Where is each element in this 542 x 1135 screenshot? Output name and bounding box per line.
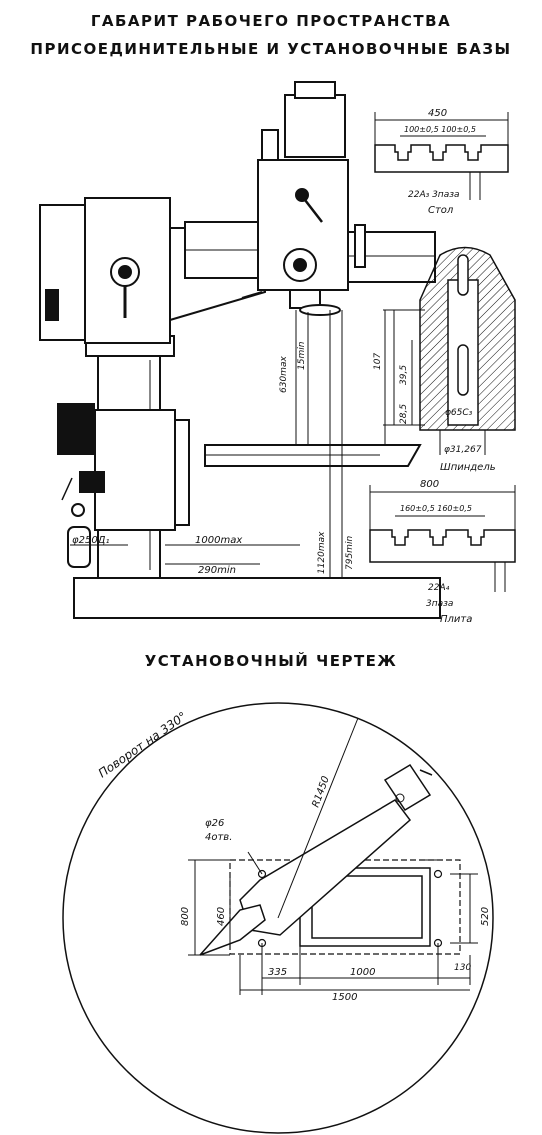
machine-dim-lines bbox=[70, 310, 386, 578]
dim-795min: 795min bbox=[345, 536, 355, 570]
hole-diameter: φ26 bbox=[205, 818, 224, 829]
dim-520: 520 bbox=[480, 907, 491, 926]
dim-335: 335 bbox=[268, 967, 287, 978]
hole-note: 4отв. bbox=[205, 832, 232, 843]
spindle-d31: φ31,267 bbox=[444, 445, 482, 455]
rotation-circle bbox=[62, 702, 494, 1134]
base-detail bbox=[369, 485, 516, 592]
dim-1000: 1000 bbox=[350, 967, 375, 978]
table-width: 450 bbox=[428, 108, 447, 119]
dim-15min: 15min bbox=[297, 341, 307, 370]
base-slot-count: 3паза bbox=[426, 599, 453, 609]
dim-1120max: 1120max bbox=[317, 531, 327, 574]
base-slot-size: 22A₄ bbox=[428, 583, 450, 593]
spindle-d65: φ65С₃ bbox=[445, 408, 473, 418]
dim-630max: 630max bbox=[279, 356, 289, 393]
mount-hole bbox=[433, 869, 443, 879]
spindle-d39-5: 39,5 bbox=[399, 365, 409, 385]
dim-column-diameter: φ250Д₁ bbox=[72, 535, 110, 546]
machine-side-view bbox=[39, 81, 441, 619]
spindle-label: Шпиндель bbox=[440, 462, 496, 473]
base-width: 800 bbox=[420, 479, 439, 490]
dim-1500: 1500 bbox=[332, 992, 357, 1003]
rotation-label: Поворот на 330° bbox=[96, 709, 190, 780]
spindle-d28-5: 28,5 bbox=[399, 404, 409, 424]
spindle-d107: 107 bbox=[373, 353, 383, 370]
title-install-drawing: УСТАНОВОЧНЫЙ ЧЕРТЕЖ bbox=[144, 652, 398, 670]
motor bbox=[284, 94, 346, 158]
table-detail bbox=[374, 112, 509, 200]
install-drawing bbox=[62, 702, 494, 1134]
table-label: Стол bbox=[428, 205, 454, 216]
base-slot-spacing: 160±0,5 160±0,5 bbox=[400, 504, 472, 513]
motor-block bbox=[57, 403, 95, 455]
table-slot-spacing: 100±0,5 100±0,5 bbox=[404, 125, 476, 134]
base-plate bbox=[73, 577, 441, 619]
dim-800: 800 bbox=[180, 907, 191, 926]
table-slot-size: 22A₃ 3паза bbox=[408, 190, 460, 200]
dim-reach-min: 290min bbox=[198, 565, 236, 576]
base-label: Плита bbox=[440, 614, 472, 625]
dim-460: 460 bbox=[216, 907, 227, 926]
title-line-2: ПРИСОЕДИНИТЕЛЬНЫЕ И УСТАНОВОЧНЫЕ БАЗЫ bbox=[30, 40, 512, 58]
spindle-detail bbox=[383, 246, 516, 455]
dim-130: 130 bbox=[454, 963, 471, 973]
dim-reach-max: 1000max bbox=[195, 535, 242, 546]
title-line-1: ГАБАРИТ РАБОЧЕГО ПРОСТРАНСТВА bbox=[90, 12, 452, 30]
